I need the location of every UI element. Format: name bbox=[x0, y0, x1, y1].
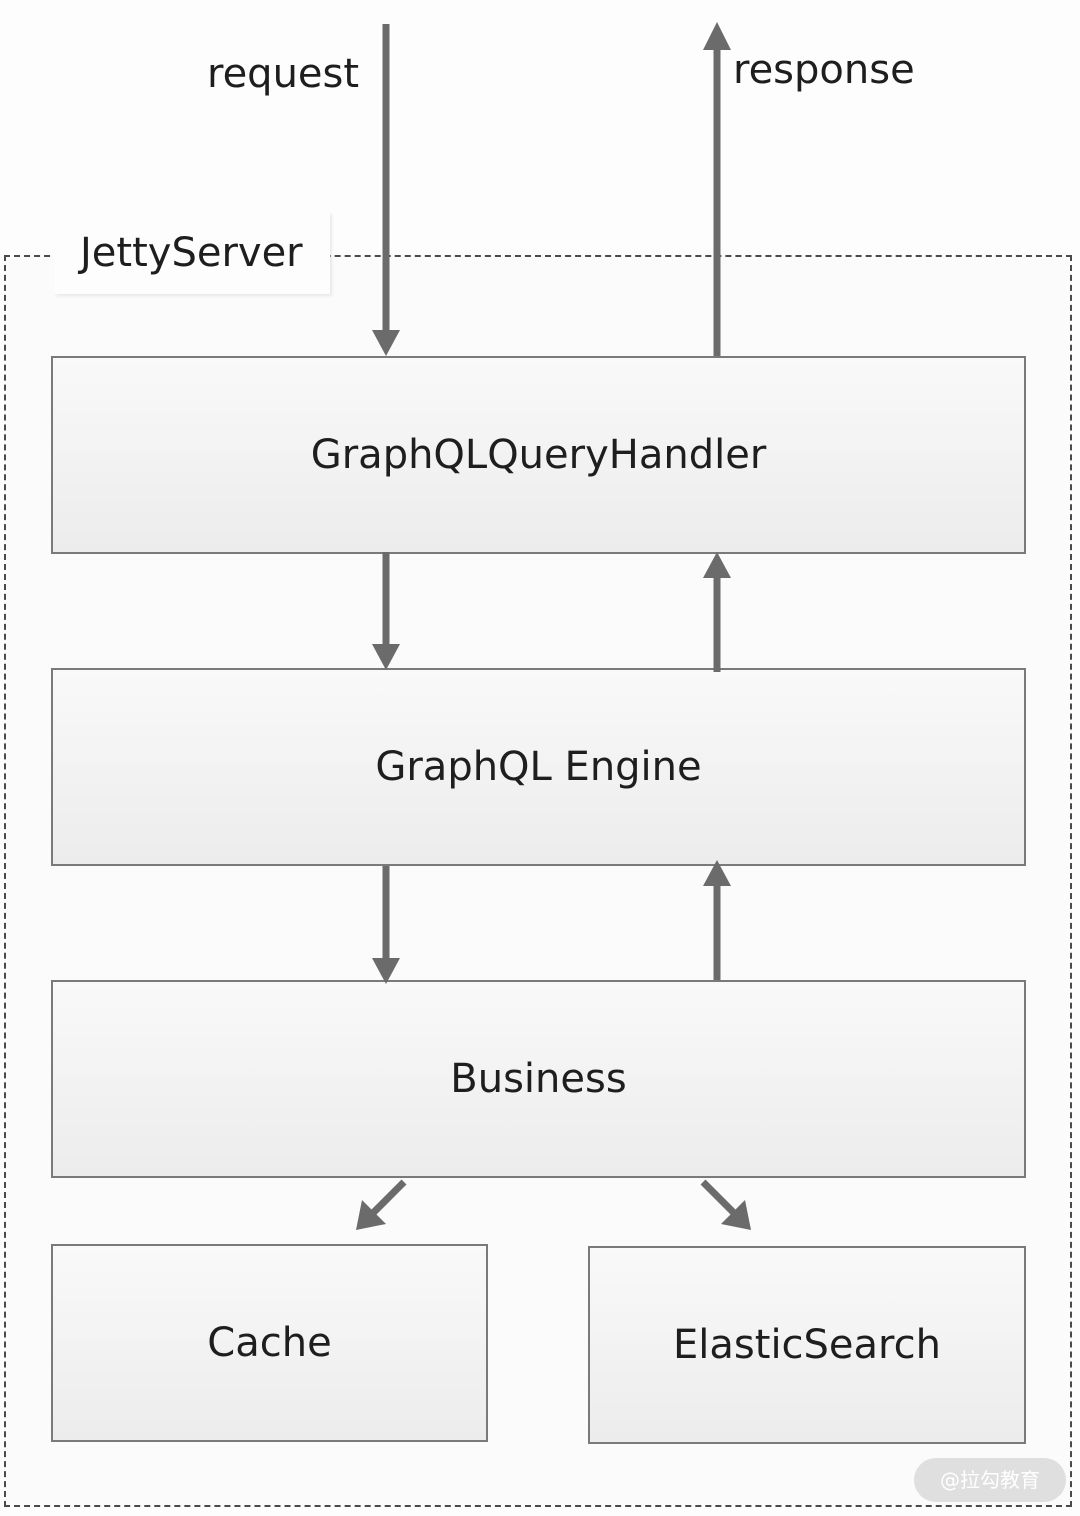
graphql-engine-box: GraphQL Engine bbox=[51, 668, 1026, 866]
cache-box: Cache bbox=[51, 1244, 488, 1442]
response-arrow-head bbox=[703, 22, 731, 50]
cache-label: Cache bbox=[207, 1320, 332, 1366]
elasticsearch-box: ElasticSearch bbox=[588, 1246, 1026, 1444]
business-box: Business bbox=[51, 980, 1026, 1178]
request-label: request bbox=[207, 51, 360, 97]
elasticsearch-label: ElasticSearch bbox=[673, 1322, 941, 1368]
graphql-query-handler-label: GraphQLQueryHandler bbox=[310, 432, 767, 478]
watermark: @拉勾教育 bbox=[914, 1458, 1066, 1502]
graphql-query-handler-box: GraphQLQueryHandler bbox=[51, 356, 1026, 554]
response-label: response bbox=[733, 47, 915, 93]
graphql-engine-label: GraphQL Engine bbox=[375, 744, 702, 790]
jettyserver-title: JettyServer bbox=[54, 212, 330, 294]
business-label: Business bbox=[450, 1056, 627, 1102]
